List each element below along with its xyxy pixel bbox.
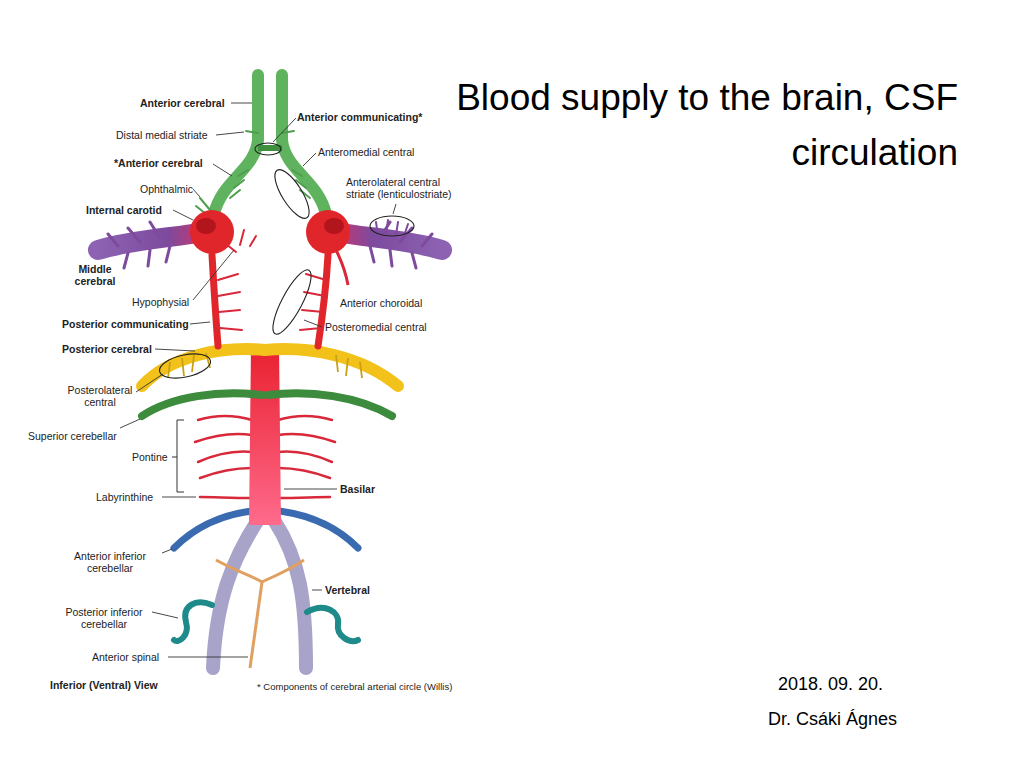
artery-label: Posteromedial central: [325, 321, 427, 333]
artery-label: Ophthalmic: [140, 183, 193, 195]
artery-label: Anterior inferior cerebellar: [58, 550, 162, 574]
artery-label: *Anterior cerebral: [114, 157, 203, 169]
footnote: * Components of cerebral arterial circle…: [257, 681, 452, 693]
artery-label: Anterior choroidal: [340, 297, 422, 309]
artery-label: Anteromedial central: [318, 146, 414, 158]
artery-label: Superior cerebellar: [28, 430, 117, 442]
artery-label: Labyrinthine: [96, 491, 153, 503]
artery-label: Anterior communicating*: [297, 111, 422, 123]
artery-label: Anterior cerebral: [140, 97, 225, 109]
artery-label: Vertebral: [325, 584, 370, 596]
artery-label: Posterior cerebral: [62, 343, 152, 355]
artery-label: Distal medial striate: [116, 129, 208, 141]
artery-label: Posterolateral central: [62, 384, 138, 408]
artery-label: Hypophysial: [132, 296, 189, 308]
artery-label: Posterior inferior cerebellar: [56, 606, 152, 630]
slide-title: Blood supply to the brain, CSF circulati…: [430, 70, 958, 180]
author: Dr. Csáki Ágnes: [768, 708, 897, 730]
artery-label: Pontine: [132, 451, 168, 463]
artery-label: Internal carotid: [86, 204, 162, 216]
artery-label: Posterior communicating: [62, 318, 189, 330]
artery-label: Basilar: [340, 483, 375, 495]
date: 2018. 09. 20.: [778, 673, 883, 695]
artery-label: Middle cerebral: [70, 263, 120, 287]
view-caption: Inferior (Ventral) View: [50, 679, 158, 691]
artery-label: Anterolateral central striate (lenticulo…: [346, 176, 462, 200]
artery-label: Anterior spinal: [92, 651, 159, 663]
